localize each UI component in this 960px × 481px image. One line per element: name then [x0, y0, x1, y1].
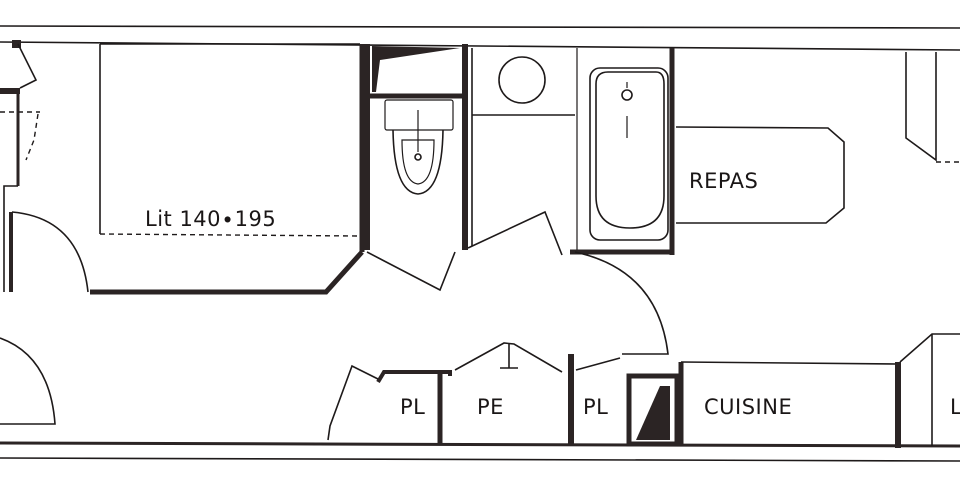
closet-pe-label: PE [477, 395, 504, 419]
kitchen [680, 333, 960, 448]
bathroom [467, 48, 675, 355]
dining-label: REPAS [689, 169, 759, 193]
bottom-closets [327, 342, 684, 447]
left-edge-closet [0, 40, 89, 425]
kitchen-label: CUISINE [704, 395, 793, 419]
bedroom [90, 43, 365, 295]
bed-label: Lit 140∙195 [145, 207, 277, 231]
dining-area [675, 52, 960, 224]
closet-pl-left-label: PL [400, 395, 426, 419]
wc-room [364, 44, 468, 292]
closet-pl-right-label: PL [583, 395, 609, 419]
edge-right-label: L [950, 395, 960, 419]
